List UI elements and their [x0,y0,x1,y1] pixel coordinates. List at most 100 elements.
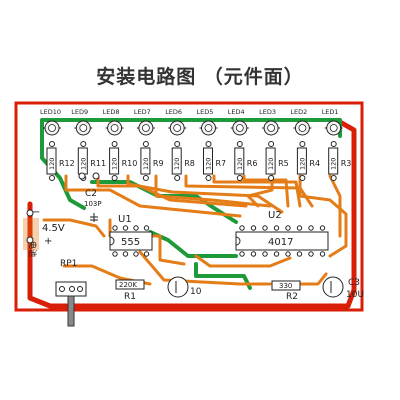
resistor-value: 120 [111,158,119,170]
resistor-ref: R3 [341,159,352,168]
led-label: LED6 [165,108,182,116]
resistor-r2: 330 R2 [271,280,301,302]
potentiometer-rp1: RP1 [55,259,87,327]
ic-pin [239,225,245,231]
output-trace-8 [246,174,274,208]
ic-pin [262,251,268,257]
output-trace-9 [298,174,348,258]
r1-value: 220K [119,281,137,289]
resistor-ref: R5 [278,159,289,168]
ic-u1-555: U1 555 [109,214,153,257]
ic-pin [143,225,150,231]
led-led7: LED7 [134,108,155,136]
led-led3: LED3 [259,108,281,136]
led-label: LED8 [103,108,120,116]
ic-pin [112,225,118,231]
led-led8: LED8 [103,108,124,136]
ic-pin [133,251,139,257]
resistor-ref: R10 [122,159,138,168]
c1-value: 10 [190,287,202,297]
resistor-ref: R8 [184,159,195,168]
rp1-label: RP1 [60,259,77,269]
c3-ref: C3 [348,278,360,288]
ic-pin [273,251,280,257]
u1-pins [112,225,150,257]
ic-pin [319,225,326,231]
r1-ref: R1 [124,292,136,302]
led-led5: LED5 [197,108,218,136]
ic-pin [122,251,129,257]
u1-ref: U1 [118,214,132,225]
resistor-value: 120 [236,158,244,170]
led-label: LED2 [290,108,307,116]
resistor-ref: R7 [216,159,227,168]
power-plus: + [44,236,52,247]
page-title: 安装电路图 （元件面） [96,66,304,88]
led-label: LED10 [40,108,61,116]
resistor-r1: 220K R1 [115,279,145,302]
led-led2: LED2 [290,108,312,136]
resistor-ref: R12 [59,159,75,168]
ic-pin [262,225,268,231]
ic-pin [296,251,303,257]
led-row: LED10 LED9 LED8 LED7 LED6 LED5 LED4 LED3 LED2 LED… [40,108,343,136]
r2-value: 330 [279,282,292,290]
ic-pin [250,251,257,257]
timing-trace-4 [194,254,292,268]
resistor-value: 120 [267,158,275,170]
ic-pin [122,225,129,231]
output-trace-4 [154,174,272,208]
led-label: LED5 [197,108,214,116]
signal-trace-green-3 [194,262,252,290]
resistor-value: 120 [142,158,150,170]
output-trace-6 [212,174,302,208]
capacitor-c3: C3 10U [322,276,364,300]
led-led10: LED10 [40,108,61,136]
power-minus: − [32,207,40,218]
c3-value: 10U [346,290,364,300]
resistor-value: 120 [79,158,87,170]
resistor-ref: R4 [309,159,320,168]
common-trace-left [40,128,86,210]
led-label: LED3 [259,108,276,116]
capacitor-c1: 10 [167,276,202,298]
resistor-value: 120 [330,158,338,170]
ic-pin [273,225,280,231]
led-label: LED4 [228,108,245,116]
ic-pin [112,251,118,257]
resistor-value: 120 [48,158,56,170]
resistor-ref: R9 [153,159,164,168]
output-trace-1 [64,174,242,218]
ic-pin [319,251,326,257]
timing-trace-3 [138,250,272,286]
c2-label: C2 [85,189,97,199]
output-trace-3 [126,174,284,214]
r2-ref: R2 [286,292,298,302]
ic-pin [133,225,139,231]
u2-pins [239,225,326,257]
ic-pin [308,251,314,257]
led-led1: LED1 [322,108,343,136]
resistor-value: 120 [205,158,213,170]
ic-pin [296,225,303,231]
board-outline [14,101,364,312]
u1-chip-label: 555 [121,237,140,248]
reset-trace [292,272,328,286]
ic-pin [143,251,150,257]
resistor-value: 120 [298,158,306,170]
led-label: LED1 [322,108,339,116]
led-led9: LED9 [71,108,93,136]
led-led6: LED6 [165,108,187,136]
traces [27,118,357,309]
ic-pin [250,225,257,231]
ic-pin [308,225,314,231]
